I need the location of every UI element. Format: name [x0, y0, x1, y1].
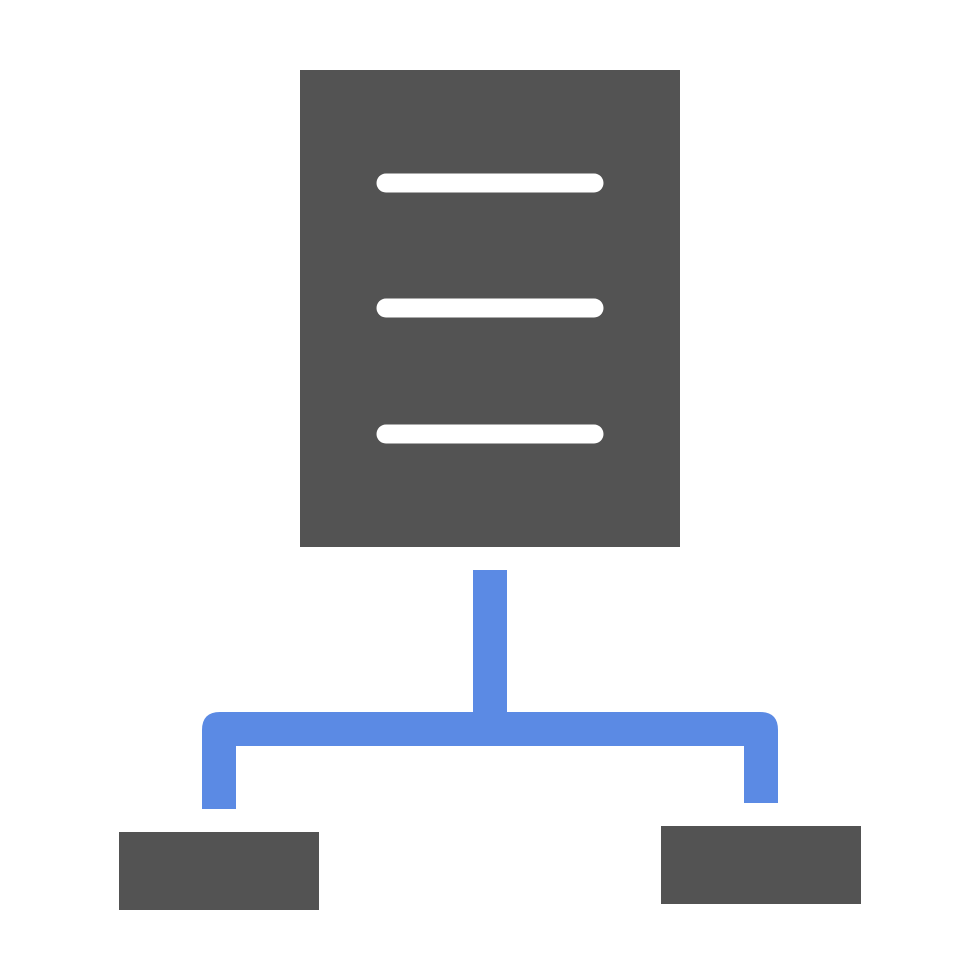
child-node-right: [661, 826, 861, 904]
connector-branch: [202, 712, 778, 809]
child-node-left: [119, 832, 319, 910]
connector-stem: [473, 570, 507, 730]
connector-tree: [202, 570, 778, 809]
